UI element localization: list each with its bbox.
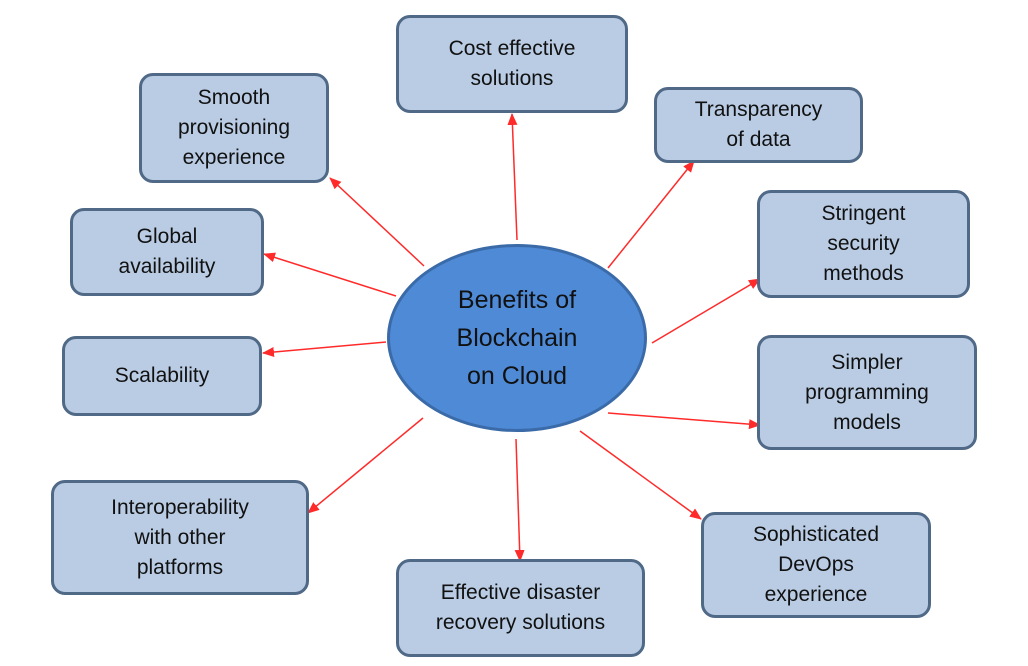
benefit-interoperability-label: Interoperability with other platforms (111, 495, 249, 579)
benefit-devops-label: Sophisticated DevOps experience (752, 523, 880, 606)
benefit-global-availability-label: Global availability (118, 225, 216, 278)
arrow-to-transparency (607, 160, 695, 269)
benefit-smooth-provisioning: Smooth provisioning experience (139, 73, 329, 183)
benefit-scalability-label: Scalability (114, 364, 210, 387)
benefit-smooth-provisioning-label: Smooth provisioning experience (177, 86, 291, 169)
benefit-simpler-programming-label: Simpler programming models (805, 350, 929, 434)
arrow-to-disaster (514, 438, 525, 562)
benefit-stringent-security-label: Stringent security methods (821, 202, 906, 285)
benefit-transparency: Transparency of data (654, 87, 863, 163)
arrow-to-global (263, 252, 397, 297)
arrow-to-devops (579, 430, 702, 520)
benefit-devops: Sophisticated DevOps experience (701, 512, 931, 618)
central-topic: Benefits of Blockchain on Cloud (387, 244, 647, 432)
arrow-to-scalability (262, 341, 387, 358)
benefit-transparency-label: Transparency of data (694, 98, 823, 151)
arrow-to-stringent (651, 278, 761, 344)
benefit-interoperability: Interoperability with other platforms (51, 480, 309, 595)
benefit-disaster-recovery-label: Effective disaster recovery solutions (435, 581, 606, 634)
central-topic-label: Benefits of Blockchain on Cloud (456, 286, 578, 390)
benefit-stringent-security: Stringent security methods (757, 190, 970, 298)
arrow-to-cost (507, 113, 518, 241)
arrow-to-simpler (607, 412, 761, 430)
benefit-simpler-programming: Simpler programming models (757, 335, 977, 450)
benefit-cost-effective: Cost effective solutions (396, 15, 628, 113)
benefit-disaster-recovery: Effective disaster recovery solutions (396, 559, 645, 657)
benefit-scalability: Scalability (62, 336, 262, 416)
benefit-cost-effective-label: Cost effective solutions (448, 37, 576, 90)
arrow-to-smooth (329, 177, 425, 267)
arrow-to-interop (307, 417, 424, 514)
benefit-global-availability: Global availability (70, 208, 264, 296)
